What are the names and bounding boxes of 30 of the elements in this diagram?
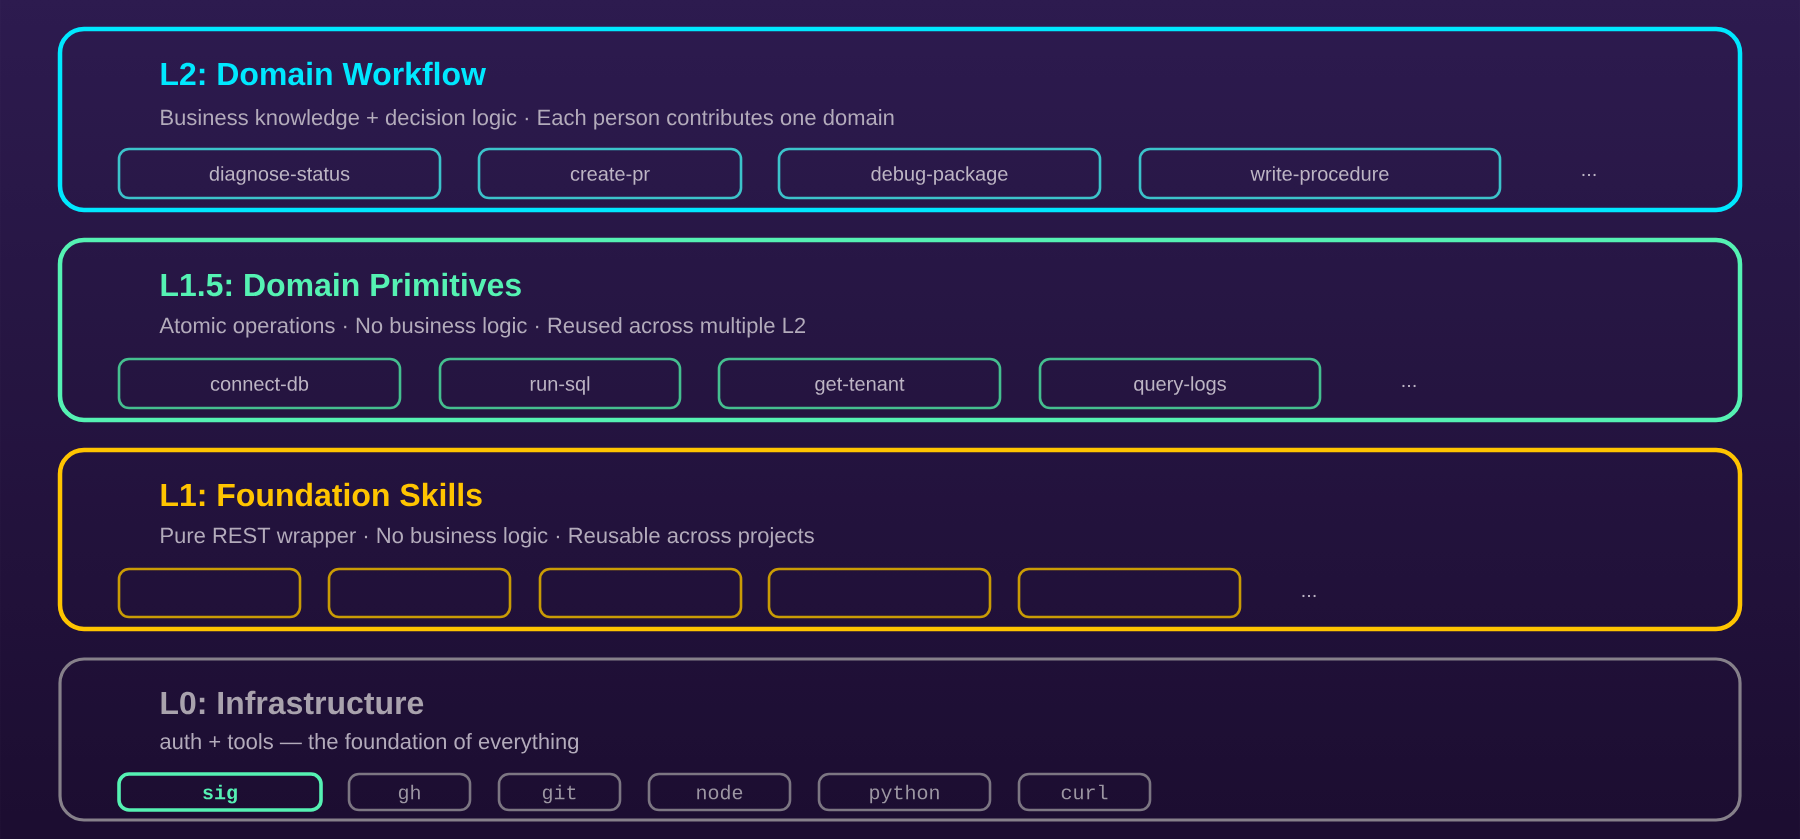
ellipsis: ...	[1302, 594, 1316, 598]
skill-chip: diagnose-status	[117, 147, 442, 200]
skill-chip	[327, 567, 512, 619]
skill-chip: query-logs	[1038, 357, 1322, 410]
layer-title: L1: Foundation Skills	[161, 482, 482, 507]
layer-title: L1.5: Domain Primitives	[161, 272, 521, 297]
command-chip: python	[817, 772, 992, 812]
command-chip: curl	[1017, 772, 1152, 812]
command-chip: gh	[347, 772, 472, 812]
layer-title: L0: Infrastructure	[161, 690, 424, 715]
ellipsis: ...	[1402, 384, 1416, 388]
skill-chip: connect-db	[117, 357, 402, 410]
skill-chip: debug-package	[777, 147, 1102, 200]
layer-description: Pure REST wrapper · No business logic · Reusable across projects	[161, 527, 814, 548]
command-chip: sig	[117, 772, 323, 812]
layer-description: auth + tools — the foundation of everything	[160, 733, 579, 754]
skill-chip: write-procedure	[1138, 147, 1502, 200]
layer-description: Business knowledge + decision logic · Each person contributes one domain	[161, 109, 894, 130]
skill-chip	[1017, 567, 1242, 619]
layer-description: Atomic operations · No business logic · Reused across multiple L2	[159, 317, 806, 338]
skill-chip: create-pr	[477, 147, 743, 200]
skill-chip: get-tenant	[717, 357, 1002, 410]
skill-chip	[538, 567, 743, 619]
command-chip: node	[647, 772, 792, 812]
skill-chip	[117, 567, 302, 619]
command-chip: git	[497, 772, 622, 812]
skill-chip: run-sql	[438, 357, 682, 410]
layer-title: L2: Domain Workflow	[161, 61, 486, 86]
skill-chip	[767, 567, 992, 619]
ellipsis: ...	[1582, 173, 1596, 177]
